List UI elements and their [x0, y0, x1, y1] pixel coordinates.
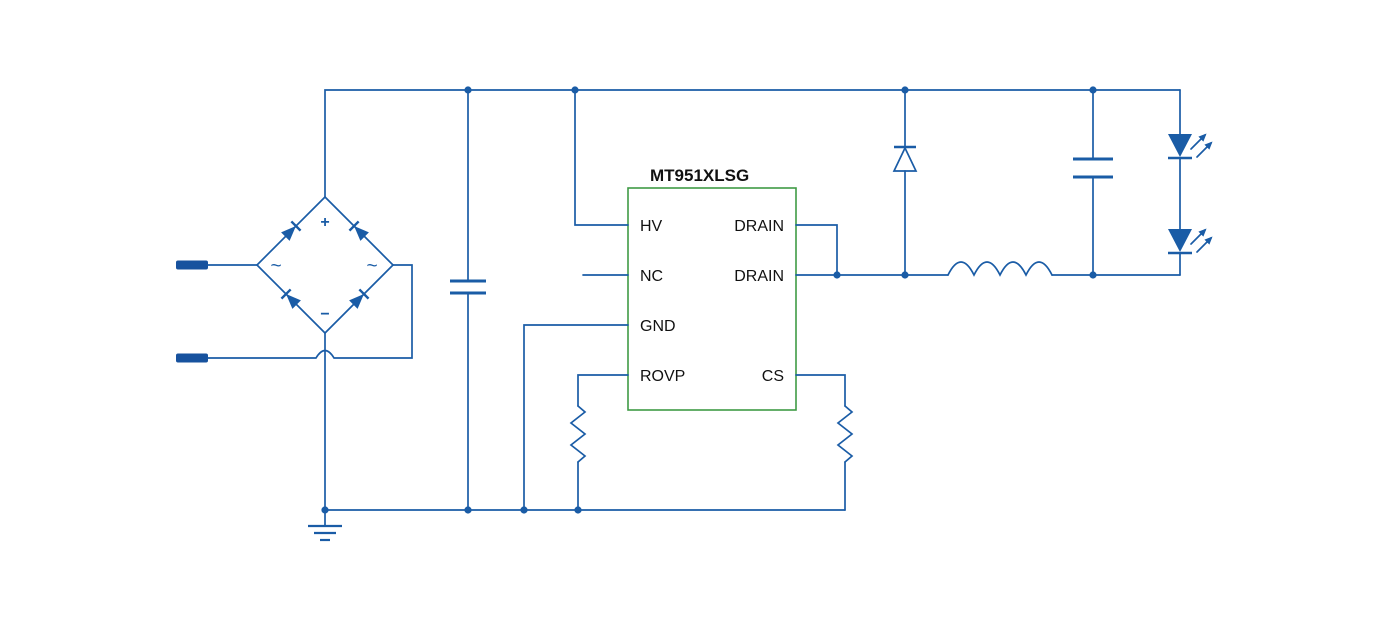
resistor-zigzag-icon	[569, 405, 587, 463]
ic-pin-label-gnd: GND	[640, 318, 676, 335]
bridge-rectifier: + − ~ ~	[255, 195, 395, 335]
wire-top-rail	[324, 89, 1181, 198]
ic-pin-label-drain2: DRAIN	[734, 268, 784, 285]
resistor-zigzag-icon	[836, 405, 854, 463]
bridge-diode-upper-left-icon	[281, 220, 302, 241]
led-string	[1168, 89, 1213, 276]
junction-dot	[321, 506, 329, 514]
bridge-diode-upper-right-icon	[348, 220, 369, 241]
junction-dot	[901, 86, 909, 94]
led-emission-arrow-icon	[1196, 141, 1213, 158]
bridge-ac-left-symbol: ~	[270, 256, 281, 277]
ac-terminal-top	[176, 260, 208, 270]
led-triangle-icon	[1168, 134, 1192, 157]
bridge-ac-right-symbol: ~	[366, 256, 377, 277]
junction-dot	[520, 506, 528, 514]
ic-pin-label-nc: NC	[640, 268, 663, 285]
ic-pin-label-cs: CS	[762, 368, 784, 385]
wire-hv	[574, 89, 629, 226]
junction-dot	[833, 271, 841, 279]
led-emission-arrow-icon	[1190, 228, 1207, 245]
junction-dot	[1089, 86, 1097, 94]
ic-part-number: MT951XLSG	[650, 166, 749, 185]
junction-dots	[321, 86, 1097, 514]
ic-pin-wires	[523, 89, 949, 511]
ic-pin-label-rovp: ROVP	[640, 368, 685, 385]
ic-body	[627, 187, 797, 411]
power-rails	[324, 89, 1181, 511]
controller-ic: MT951XLSG HV NC GND ROVP DRAIN DRAIN CS	[627, 166, 797, 411]
junction-dot	[464, 86, 472, 94]
led-emission-arrow-icon	[1196, 236, 1213, 253]
output-inductor	[947, 261, 1181, 277]
junction-dot	[571, 86, 579, 94]
output-capacitor	[1073, 89, 1113, 276]
ac-input-terminals	[176, 260, 413, 363]
inductor-coil-icon	[947, 261, 1053, 277]
junction-dot	[464, 506, 472, 514]
junction-dot	[1089, 271, 1097, 279]
bridge-minus-symbol: −	[320, 306, 329, 323]
bridge-plus-symbol: +	[320, 214, 329, 231]
bridge-diode-lower-right-icon	[349, 288, 370, 309]
led-1	[1168, 133, 1213, 160]
wire-rovp-top	[577, 374, 629, 407]
led-triangle-icon	[1168, 229, 1192, 252]
cs-resistor	[836, 405, 854, 511]
wire-drain1	[795, 224, 838, 276]
ground-symbol	[308, 509, 342, 542]
led-2	[1168, 228, 1213, 255]
junction-dot	[901, 271, 909, 279]
bridge-diode-lower-left-icon	[280, 288, 301, 309]
ac-terminal-bottom	[176, 353, 208, 363]
freewheel-diode	[892, 89, 918, 276]
rovp-resistor	[569, 405, 587, 511]
ic-pin-label-drain1: DRAIN	[734, 218, 784, 235]
wire-gnd	[523, 324, 629, 511]
ic-pin-label-hv: HV	[640, 218, 663, 235]
wire-ac-bottom-with-hop	[207, 264, 413, 359]
wire-cs-top	[795, 374, 846, 407]
input-capacitor	[450, 89, 486, 511]
led-emission-arrow-icon	[1190, 133, 1207, 150]
diode-triangle-icon	[892, 146, 918, 172]
junction-dot	[574, 506, 582, 514]
